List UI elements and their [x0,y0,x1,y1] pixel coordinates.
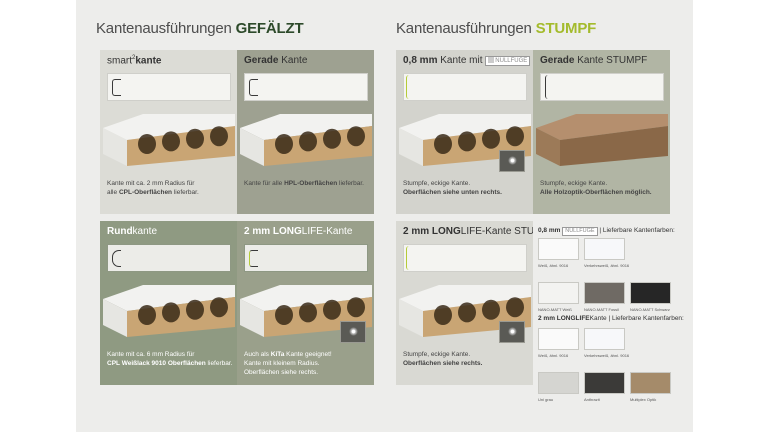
card-gerade-kante-stumpf: Gerade Kante STUMPF Stumpfe, eckige Kant… [533,50,670,214]
card-title: Gerade Kante [244,55,308,66]
heading-gefalzt: Kantenausführungen GEFÄLZT [96,20,304,37]
card-description: Stumpfe, eckige Kante. Oberflächen siehe… [403,180,502,196]
quality-seal-icon [340,321,366,343]
swatch-label: Verkehrsweiß, ähnl. 9016 [584,353,630,358]
color-swatch [584,238,625,260]
quality-seal-icon [499,150,525,172]
card-title: 2 mm LONGLIFE-Kante [244,226,353,237]
color-swatch [538,328,579,350]
color-swatch [538,282,579,304]
card-description: Stumpfe, eckige Kante. Oberflächen siehe… [403,351,483,367]
brochure-page: Kantenausführungen GEFÄLZT Kantenausführ… [76,0,693,432]
edge-profile-strip [244,244,368,272]
heading-stumpf: Kantenausführungen STUMPF [396,20,597,37]
card-gerade-kante: Gerade Kante Kante für alle HPL-Oberfläc… [237,50,374,214]
edge-profile-strip [107,244,231,272]
color-swatch [584,328,625,350]
card-smart2kante: smart2kante Kante mit ca. 2 mm Radius fü… [100,50,237,214]
panel-cross-section-image [536,114,668,166]
card-longlife-kante: 2 mm LONGLIFE-Kante Auch als KiTa Kante … [237,221,374,385]
card-title: smart2kante [107,55,162,67]
card-description: Auch als KiTa Kante geeignet! Kante mit … [244,351,332,376]
swatch-label: NANO-MATT Weiß [538,307,572,312]
color-swatch [584,372,625,394]
color-swatch [538,238,579,260]
card-title: 2 mm LONGLIFE-Kante STUMPF [403,226,533,237]
edge-profile-icon [112,79,121,96]
swatch-label: Anthrazit [584,397,600,402]
panel-cross-section-image [103,114,235,166]
card-description: Stumpfe, eckige Kante. Alle Holzoptik-Ob… [540,180,652,196]
card-title: Gerade Kante STUMPF [540,55,648,66]
swatch-label: Multiplex Optik [630,397,657,402]
nullfuge-logo: NULLFUGE [485,56,531,66]
edge-profile-strip [403,73,527,101]
quality-seal-icon [499,321,525,343]
card-title: 0,8 mm Kante mit NULLFUGE [403,55,531,66]
color-swatch [630,282,671,304]
card-description: Kante mit ca. 2 mm Radius für alle CPL-O… [107,180,199,196]
color-swatch [584,282,625,304]
color-swatch [630,372,671,394]
panel-cross-section-image [240,114,372,166]
card-description: Kante mit ca. 6 mm Radius für CPL Weißla… [107,351,233,367]
edge-profile-icon [249,250,258,267]
swatch-label: NANO-MATT Fossil [584,307,619,312]
nullfuge-logo: NULLFUGE [562,227,598,236]
panel-cross-section-image [103,285,235,337]
swatch-title-nullfuge: 0,8 mm NULLFUGE | Lieferbare Kantenfarbe… [538,227,675,236]
swatch-label: NANO-MATT Schwarz [630,307,670,312]
edge-profile-strip [244,73,368,101]
swatch-label: Verkehrsweiß, ähnl. 9016 [584,263,630,268]
swatch-label: Uni grau [538,397,554,402]
swatch-label: Weiß, ähnl. 9016 [538,353,569,358]
edge-profile-icon [406,246,409,270]
edge-profile-icon [545,75,548,99]
card-title: Rundkante [107,226,158,237]
swatch-title-longlife: 2 mm LONGLIFEKante | Lieferbare Kantenfa… [538,315,684,322]
edge-profile-icon [112,250,121,267]
color-swatch [538,372,579,394]
edge-profile-strip [107,73,231,101]
card-rundkante: Rundkante Kante mit ca. 6 mm Radius für … [100,221,237,385]
edge-profile-strip [403,244,527,272]
swatch-label: Weiß, ähnl. 9016 [538,263,569,268]
card-description: Kante für alle HPL-Oberflächen lieferbar… [244,180,364,187]
edge-profile-icon [249,79,258,96]
card-longlife-kante-stumpf: 2 mm LONGLIFE-Kante STUMPF Stumpfe, ecki… [396,221,533,385]
card-nullfuge-kante: 0,8 mm Kante mit NULLFUGE Stumpfe, eckig… [396,50,533,214]
edge-profile-icon [406,75,409,99]
edge-profile-strip [540,73,664,101]
